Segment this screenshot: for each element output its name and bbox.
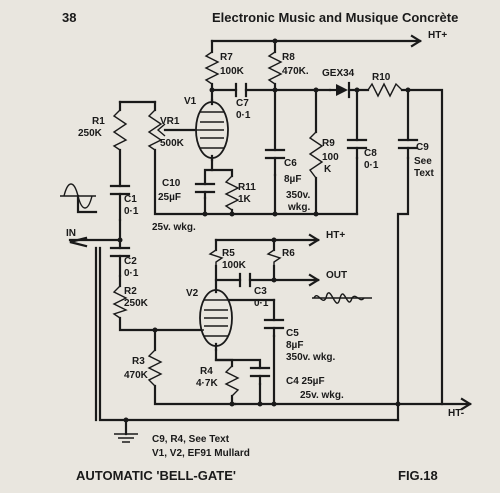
- in-label: IN: [66, 228, 76, 239]
- r8-resistor: [267, 51, 283, 85]
- v2-label: V2: [186, 288, 199, 299]
- r11-resistor: [224, 175, 240, 211]
- ht-minus-label: HT-: [448, 408, 464, 419]
- output-bell-wave: [313, 292, 365, 304]
- c9-see: See: [414, 156, 432, 167]
- c2-label: C2: [124, 256, 137, 267]
- c10-capacitor: [194, 182, 216, 194]
- r9-value-1: 100: [322, 152, 339, 163]
- c6-voltage: 350v.: [286, 190, 311, 201]
- c7-label: C7: [236, 98, 249, 109]
- c8-label: C8: [364, 148, 377, 159]
- note-line-2: V1, V2, EF91 Mullard: [152, 448, 250, 459]
- c8-value: 0·1: [364, 160, 379, 171]
- figure-title: AUTOMATIC 'BELL-GATE': [76, 468, 236, 483]
- gex34-diode: [328, 81, 351, 99]
- v1-label: V1: [184, 96, 197, 107]
- wires: [68, 34, 473, 443]
- r4-resistor: [224, 365, 240, 397]
- figure-number: FIG.18: [398, 468, 438, 483]
- r7-label: R7: [220, 52, 233, 63]
- r9-label: R9: [322, 138, 335, 149]
- c6-label: C6: [284, 158, 297, 169]
- v1-tube: [194, 98, 229, 162]
- r1-value: 250K: [78, 128, 103, 139]
- c4-voltage: 25v. wkg.: [300, 390, 344, 401]
- book-title: Electronic Music and Musique Concrète: [212, 10, 459, 25]
- c9-label: C9: [416, 142, 429, 153]
- r5-value: 100K: [222, 260, 247, 271]
- page-number: 38: [62, 10, 77, 25]
- c4-label: C4 25µF: [286, 376, 325, 387]
- capacitors: [109, 82, 419, 386]
- vr1-resistor: [147, 109, 163, 151]
- c3-capacitor: [238, 272, 252, 288]
- c6-value: 8µF: [284, 174, 301, 185]
- vr1-label: VR1: [160, 116, 180, 127]
- ht-plus-mid-label: HT+: [326, 230, 345, 241]
- r4-label: R4: [200, 366, 213, 377]
- c5-voltage: 350v. wkg.: [286, 352, 336, 363]
- r6-resistor: [266, 249, 282, 266]
- r3-resistor: [147, 349, 163, 387]
- vr1-value: 500K: [160, 138, 185, 149]
- r2-value: 250K: [124, 298, 149, 309]
- c10-value: 25µF: [158, 192, 181, 203]
- r2-label: R2: [124, 286, 137, 297]
- c2-capacitor: [109, 246, 131, 258]
- c7-capacitor: [234, 82, 248, 98]
- c2-value: 0·1: [124, 268, 139, 279]
- r8-value: 470K.: [282, 66, 309, 77]
- ht-plus-top-label: HT+: [428, 30, 447, 41]
- c8-capacitor: [346, 138, 368, 150]
- r4-value: 4·7K: [196, 378, 218, 389]
- c1-label: C1: [124, 194, 137, 205]
- c6-capacitor: [264, 148, 286, 160]
- c1-capacitor: [109, 184, 131, 196]
- input-sine-wave: [63, 183, 93, 209]
- gex34-label: GEX34: [322, 68, 355, 79]
- r3-label: R3: [132, 356, 145, 367]
- r7-resistor: [204, 51, 220, 85]
- r9-value-2: K: [324, 164, 332, 175]
- ht-plus-arrow: [410, 34, 423, 48]
- r9-resistor: [308, 131, 324, 179]
- r5-resistor: [208, 249, 224, 266]
- junction-dots: [117, 38, 411, 423]
- r8-label: R8: [282, 52, 295, 63]
- r2-resistor: [112, 285, 128, 319]
- c9-text: Text: [414, 168, 434, 179]
- r1-resistor: [112, 109, 128, 151]
- r7-value: 100K: [220, 66, 245, 77]
- r11-value: 1K: [238, 194, 252, 205]
- r3-value: 470K: [124, 370, 149, 381]
- r11-label: R11: [238, 182, 256, 193]
- c9-capacitor: [397, 138, 419, 150]
- r1-label: R1: [92, 116, 105, 127]
- resistors: [112, 51, 403, 397]
- v2-tube: [199, 288, 233, 352]
- out-signal: [312, 292, 372, 304]
- c3-value: 0·1: [254, 298, 269, 309]
- c10-voltage: 25v. wkg.: [152, 222, 196, 233]
- r5-label: R5: [222, 248, 235, 259]
- c5-value: 8µF: [286, 340, 303, 351]
- c7-value: 0·1: [236, 110, 251, 121]
- c4-capacitor: [249, 366, 271, 378]
- r10-label: R10: [372, 72, 391, 83]
- in-signal: [60, 183, 96, 248]
- c3-label: C3: [254, 286, 267, 297]
- vr1-wiper: [156, 123, 166, 137]
- c10-label: C10: [162, 178, 181, 189]
- r6-label: R6: [282, 248, 295, 259]
- c5-capacitor: [263, 318, 285, 330]
- r10-resistor: [367, 82, 403, 98]
- note-line-1: C9, R4, See Text: [152, 434, 230, 445]
- c5-label: C5: [286, 328, 299, 339]
- c6-wkg: wkg.: [287, 202, 310, 213]
- c1-value: 0·1: [124, 206, 139, 217]
- out-label: OUT: [326, 270, 347, 281]
